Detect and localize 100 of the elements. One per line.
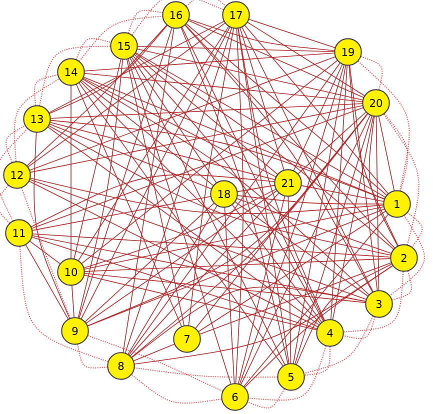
edge-line <box>25 244 69 320</box>
edge-line <box>78 59 124 318</box>
edge-line <box>84 202 214 322</box>
edge-line <box>29 179 367 300</box>
edge-line <box>84 274 318 330</box>
edge-line <box>248 18 336 48</box>
edge-line <box>392 270 412 301</box>
edge-line <box>186 0 226 7</box>
edge-line <box>124 28 232 354</box>
edge-line <box>198 210 386 332</box>
edge-line <box>81 80 214 186</box>
edge-line <box>330 65 348 320</box>
edge-line <box>78 26 230 261</box>
edge-line <box>14 78 60 162</box>
edge-line <box>239 64 345 385</box>
edge-line <box>288 196 292 364</box>
edge-line <box>136 48 364 100</box>
edge-line <box>50 122 276 180</box>
edge-line <box>28 22 226 168</box>
edge-line <box>130 192 280 356</box>
edge-line <box>360 56 383 90</box>
edge-line <box>84 52 335 72</box>
edge-line <box>188 18 335 52</box>
edge-line <box>343 271 404 332</box>
edge-line <box>132 0 224 36</box>
edge-line <box>238 28 325 321</box>
edge-line <box>349 65 378 291</box>
edge-line <box>133 344 175 362</box>
edge-line <box>244 265 394 388</box>
edge-line <box>184 24 373 292</box>
edge-line <box>368 116 398 246</box>
edge-line <box>84 258 391 272</box>
edge-line <box>48 126 320 326</box>
edge-line <box>50 103 363 119</box>
edge-line <box>34 74 58 106</box>
edge-line <box>84 206 384 270</box>
edge-line <box>48 125 392 256</box>
edge-line <box>293 64 343 172</box>
edge-line <box>128 205 218 355</box>
edge-line <box>134 54 278 175</box>
edge-line <box>78 82 284 366</box>
edge-line <box>304 346 330 376</box>
edge-line <box>6 125 26 163</box>
edge-line <box>296 264 392 365</box>
edge-line <box>32 236 318 330</box>
edge-line <box>182 26 324 322</box>
edge-line <box>234 201 368 297</box>
edge-line <box>28 180 318 328</box>
edge-line <box>80 26 230 320</box>
edge-line <box>292 65 346 364</box>
edge-line <box>131 56 217 184</box>
edge-line <box>84 188 276 268</box>
edge-line <box>378 116 395 192</box>
edge-line <box>82 78 370 296</box>
edge-line <box>247 388 285 408</box>
edge-line <box>383 114 420 246</box>
edge-line <box>50 120 385 200</box>
edge-line <box>29 56 336 171</box>
edge-line <box>0 184 10 224</box>
edge-line <box>188 28 234 326</box>
edge-line <box>294 116 372 364</box>
edge-line <box>31 107 364 229</box>
edge-line <box>348 65 398 246</box>
edge-line <box>80 81 321 324</box>
edge-line <box>304 316 374 374</box>
edge-line <box>128 62 340 356</box>
edge-line <box>131 374 222 404</box>
edge-line <box>84 273 366 303</box>
edge-line <box>358 60 410 192</box>
edge-line <box>83 76 385 200</box>
edge-line <box>188 20 364 98</box>
edge-line <box>49 124 212 190</box>
edge-line <box>242 26 374 292</box>
edge-line <box>186 23 388 196</box>
edge-line <box>74 58 122 260</box>
edge-line <box>34 132 70 319</box>
edge-line <box>128 10 164 34</box>
edge-line <box>32 233 391 258</box>
edge-line <box>247 22 365 96</box>
edge-line <box>26 24 168 166</box>
edge-line <box>29 240 61 264</box>
edge-line <box>82 78 276 178</box>
edge-line <box>72 285 74 318</box>
edge-line <box>81 60 338 264</box>
edge-line <box>237 195 384 204</box>
edge-line <box>87 208 385 326</box>
edge-line <box>384 113 408 192</box>
edge-line <box>134 53 394 250</box>
edge-line <box>30 174 275 228</box>
edge-line <box>131 286 366 358</box>
edge-line <box>48 20 224 114</box>
edge-line <box>122 28 174 353</box>
edge-line <box>32 196 212 231</box>
edge-line <box>78 28 172 318</box>
edge-line <box>70 85 72 259</box>
edge-line <box>240 114 371 386</box>
edge-line <box>30 105 364 173</box>
edge-line <box>389 215 425 296</box>
edge-line <box>332 116 374 320</box>
edge-line <box>87 335 224 392</box>
